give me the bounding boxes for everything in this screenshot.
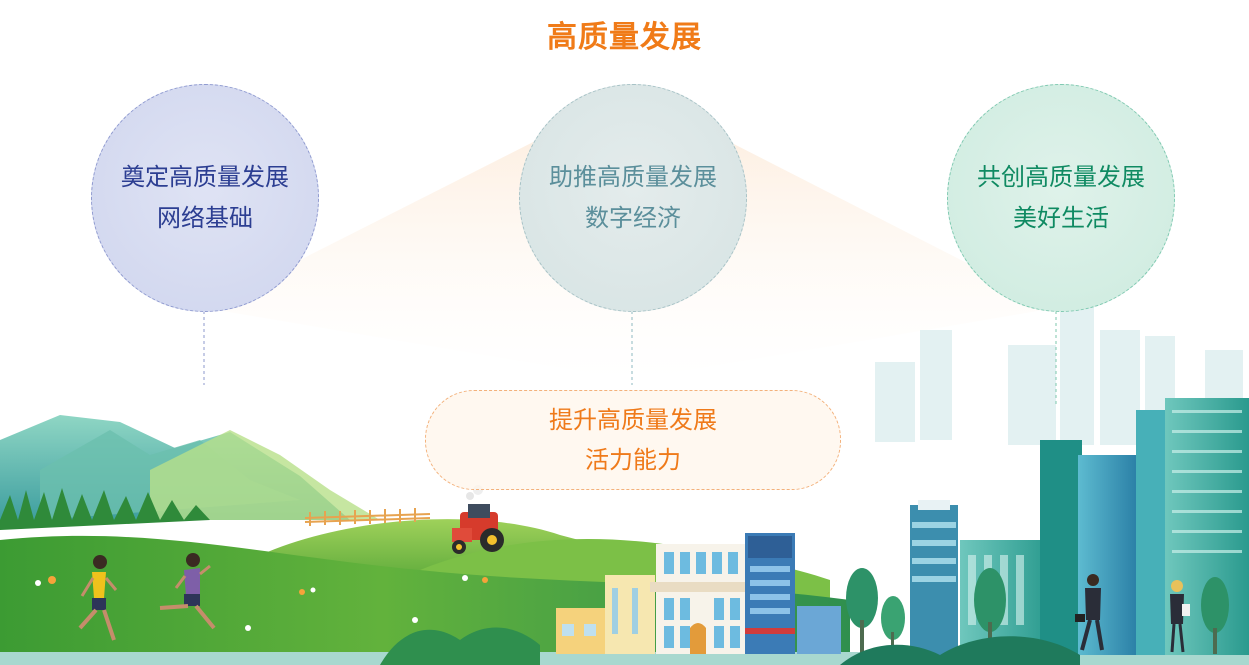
city-skyline	[556, 398, 1249, 655]
circle-digital-economy: 助推高质量发展 数字经济	[519, 84, 747, 312]
circle-line1: 助推高质量发展	[549, 163, 717, 191]
page-title: 高质量发展	[547, 20, 702, 55]
center-line2: 活力能力	[585, 446, 681, 474]
center-vitality-box: 提升高质量发展 活力能力	[425, 390, 841, 490]
forest	[0, 488, 210, 530]
circle-network-foundation: 奠定高质量发展 网络基础	[91, 84, 319, 312]
businessman	[1075, 574, 1104, 651]
circle-line2: 网络基础	[157, 204, 253, 232]
red-tractor	[452, 485, 504, 554]
circle-line2: 美好生活	[1013, 204, 1109, 232]
circle-line1: 奠定高质量发展	[121, 163, 289, 191]
trees	[846, 568, 1229, 654]
wooden-fence	[304, 508, 431, 526]
flowers	[35, 575, 488, 631]
runner-woman	[78, 555, 118, 641]
businesswoman	[1170, 580, 1190, 653]
circle-line1: 共创高质量发展	[977, 163, 1145, 191]
circle-line2: 数字经济	[585, 204, 681, 232]
runner-man	[159, 553, 216, 630]
circle-better-life: 共创高质量发展 美好生活	[947, 84, 1175, 312]
center-line1: 提升高质量发展	[549, 406, 717, 434]
